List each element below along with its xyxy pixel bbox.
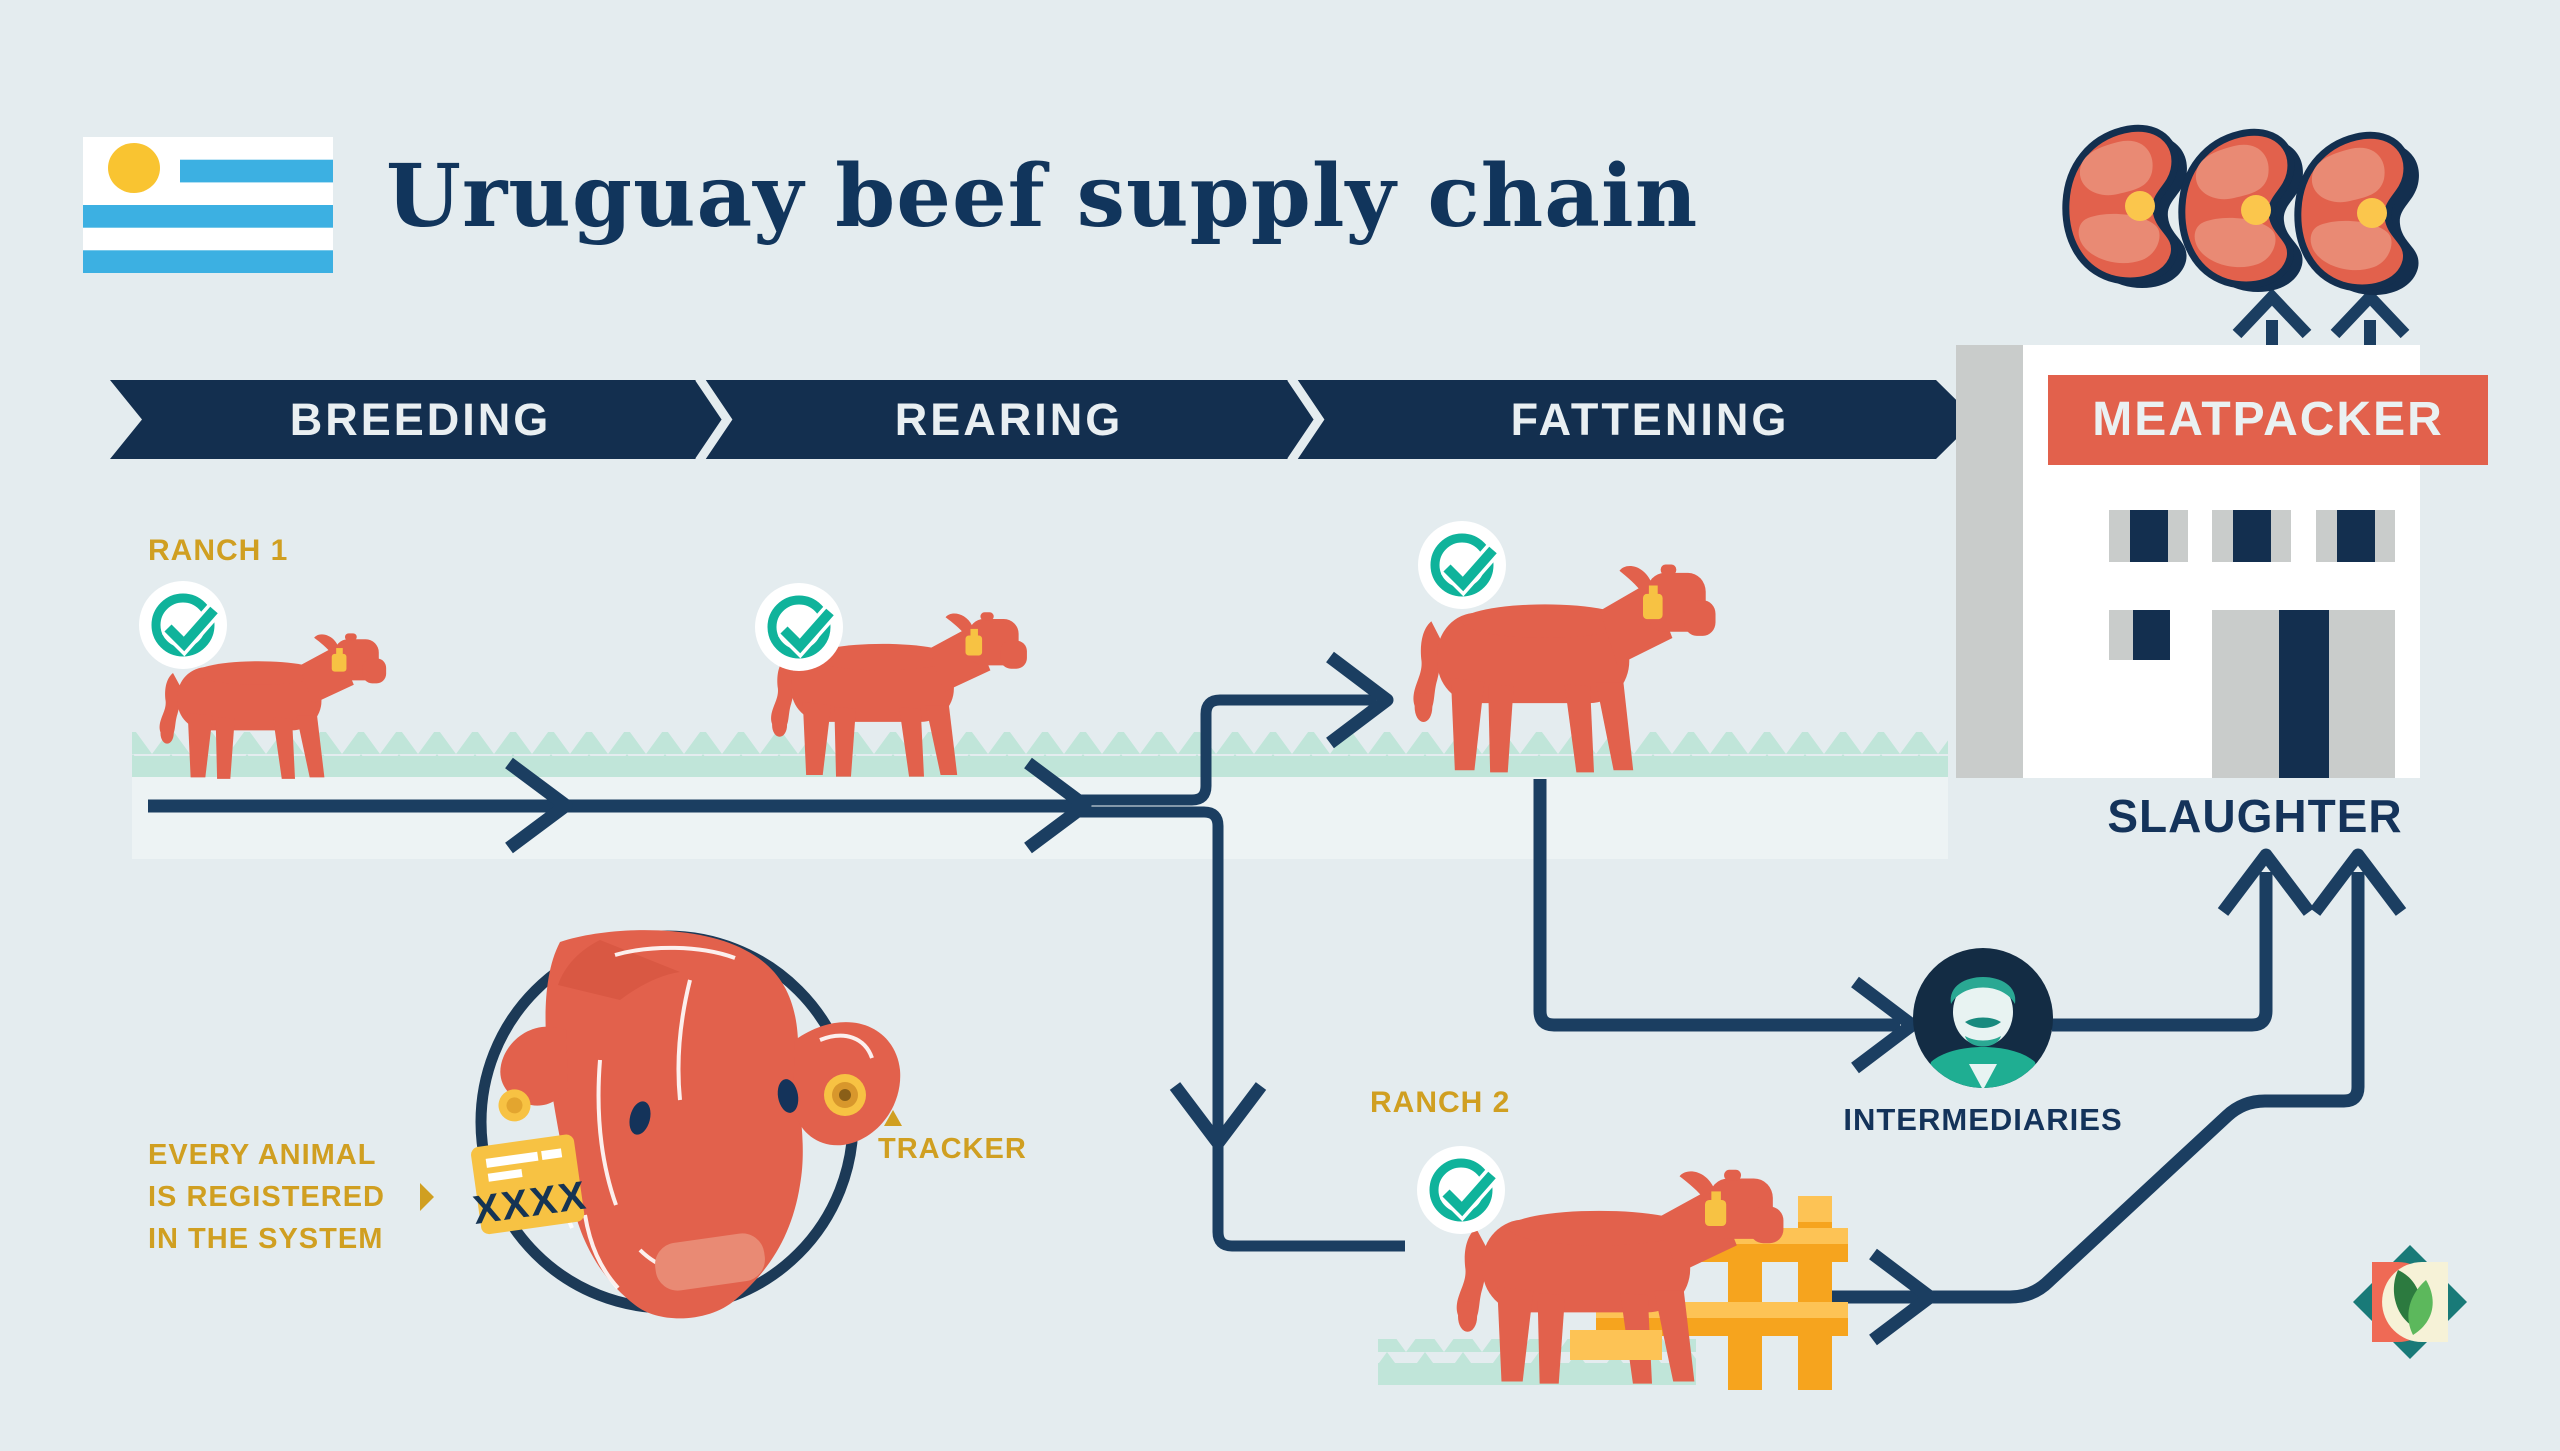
verified-check-icon — [755, 583, 843, 671]
tracker-label: TRACKER — [878, 1133, 1027, 1165]
eye — [777, 1079, 799, 1113]
flow-ranch2-to-slaughter — [1806, 872, 2365, 1304]
steak-icon — [2298, 135, 2419, 295]
tracker-ring-icon — [824, 1074, 866, 1116]
flow-lines — [148, 651, 2407, 1346]
ear-tag-icon: XXXX — [470, 1089, 590, 1235]
flow-intermediaries-to-slaughter — [2052, 872, 2273, 1032]
flow-to-fattening — [1078, 694, 1376, 806]
stage-breeding: BREEDING — [289, 394, 552, 445]
steak-icon — [2182, 132, 2303, 292]
verified-check-icon — [1417, 1146, 1505, 1234]
intermediaries-label: INTERMEDIARIES — [1843, 1102, 2123, 1137]
pointer-right-icon — [420, 1183, 434, 1211]
chevron-separator-icon — [695, 375, 733, 464]
process-banner — [110, 375, 1976, 464]
meatpacker-sign — [2048, 375, 2488, 465]
flow-to-ranch2 — [1078, 806, 1405, 1252]
page-title: Uruguay beef supply chain — [386, 146, 1699, 247]
arrowhead-icons — [505, 651, 2407, 1346]
ranch2-scene — [1378, 1169, 1848, 1390]
pointer-up-icon — [884, 1110, 902, 1126]
brand-logo-diamond — [2353, 1245, 2467, 1359]
meatpacker-building — [1956, 288, 2488, 778]
intermediary-avatar-icon — [1913, 948, 2053, 1088]
flow-to-intermediaries — [1533, 779, 1900, 1032]
slaughter-label: SLAUGHTER — [2107, 790, 2403, 842]
fence-rail-front — [1570, 1330, 1662, 1360]
stage-fattening: FATTENING — [1510, 394, 1790, 445]
ranch1-label: RANCH 1 — [148, 534, 289, 567]
cow-head-medallion: XXXX — [420, 930, 902, 1319]
steak-icon — [2066, 128, 2187, 288]
uruguay-flag — [83, 137, 333, 273]
meatpacker-sign-label: MEATPACKER — [2092, 393, 2444, 446]
building-door — [2212, 610, 2395, 778]
steak-icons — [2066, 128, 2419, 295]
verified-check-icon — [1418, 521, 1506, 609]
verified-check-icon — [139, 581, 227, 669]
building-windows — [2109, 510, 2395, 660]
registration-note: EVERY ANIMAL IS REGISTERED IN THE SYSTEM — [148, 1139, 385, 1255]
arrowhead-icon — [2232, 288, 2410, 339]
chevron-separator-icon — [1287, 375, 1325, 464]
sun-icon — [108, 143, 160, 193]
eye — [629, 1101, 651, 1135]
stage-rearing: REARING — [894, 394, 1124, 445]
ranch2-label: RANCH 2 — [1370, 1086, 1511, 1119]
